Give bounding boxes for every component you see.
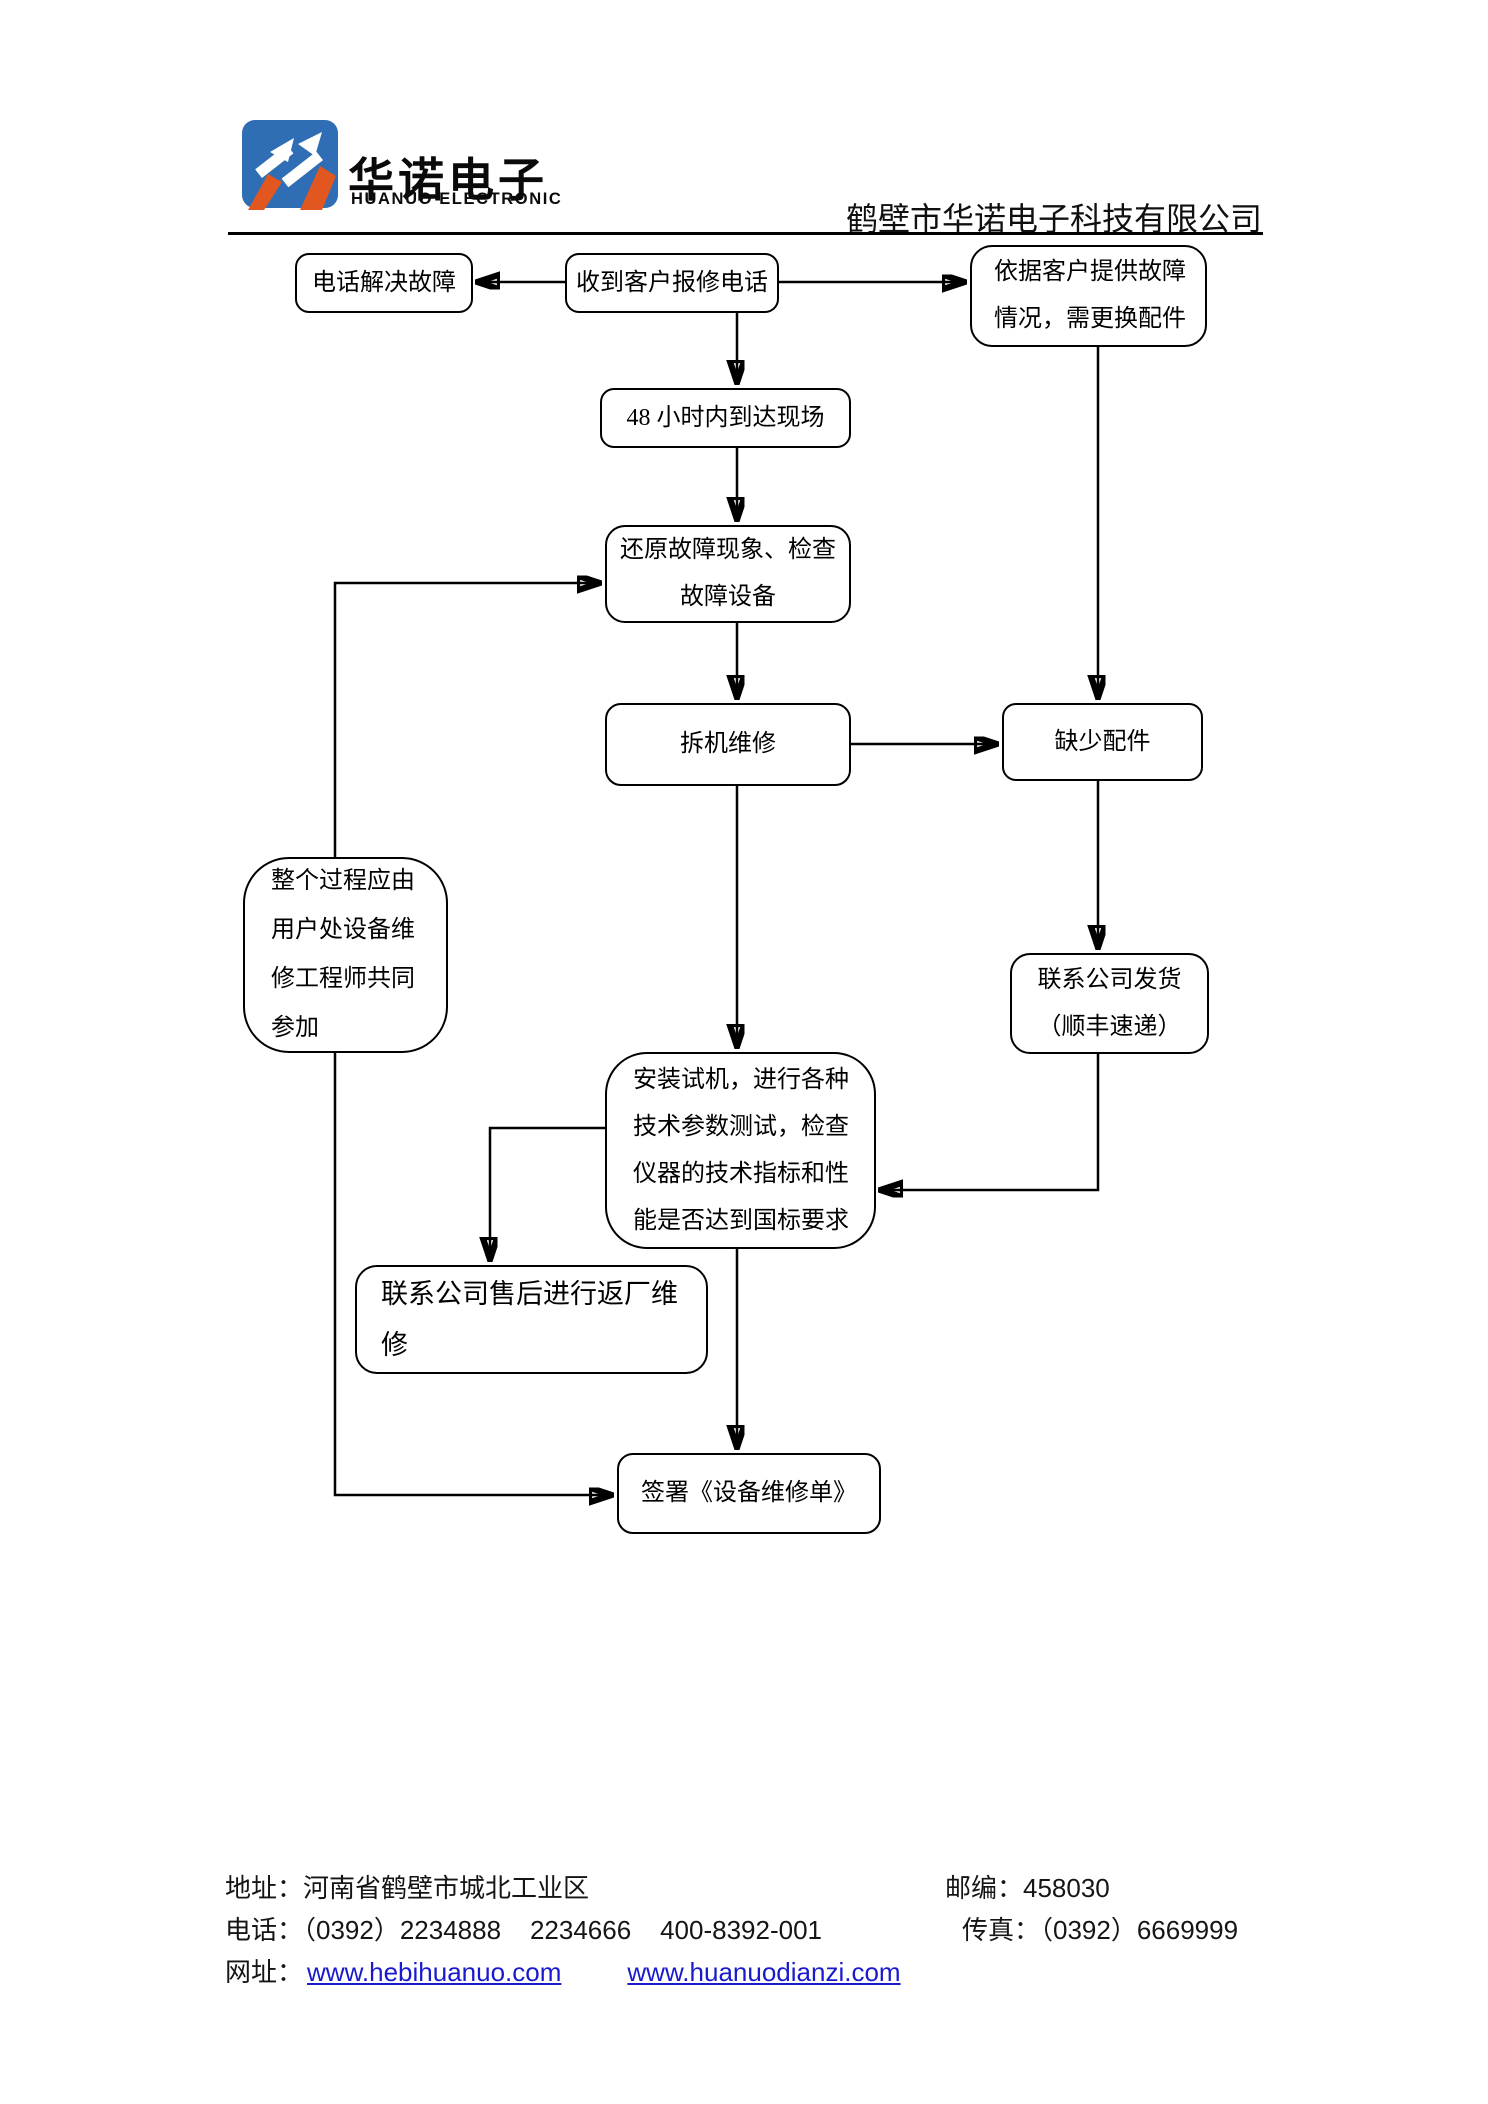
footer-address: 地址：河南省鹤壁市城北工业区 [225,1873,590,1903]
footer-phone: 电话：（0392）2234888 2234666 400-8392-001 [225,1915,822,1945]
header-divider [228,232,1263,235]
node-sign-form: 签署《设备维修单》 [617,1453,881,1534]
node-receive-call-label: 收到客户报修电话 [576,269,768,296]
logo-latin-text: HUANUO ELECTRONIC [351,190,563,208]
node-phone-fix-label: 电话解决故障 [312,269,456,296]
node-arrive-48h: 48 小时内到达现场 [600,388,851,448]
node-disassemble-repair: 拆机维修 [605,703,851,786]
node-arrive-48h-label: 48 小时内到达现场 [626,404,825,431]
node-install-test: 安装试机，进行各种 技术参数测试，检查 仪器的技术指标和性 能是否达到国标要求 [605,1052,876,1249]
node-restore-check-label: 还原故障现象、检查 故障设备 [620,537,836,610]
footer-web-row: 网址： www.hebihuanuo.com www.huanuodianzi.… [225,1956,901,1988]
node-missing-parts: 缺少配件 [1002,703,1203,781]
link-hebihuanuo[interactable]: www.hebihuanuo.com [307,1957,562,1987]
node-joint-participation-label: 整个过程应由 用户处设备维 修工程师共同 参加 [271,868,415,1041]
arrow-joint-to-sign [333,1053,609,1495]
footer-fax: 传真：（0392）6669999 [962,1915,1239,1945]
node-company-ship-label: 联系公司发货 （顺丰速递） [1037,966,1182,1040]
footer-web-label: 网址： [225,1957,304,1987]
node-missing-parts-label: 缺少配件 [1054,728,1151,755]
node-return-factory: 联系公司售后进行返厂维修 [355,1265,708,1374]
node-restore-check: 还原故障现象、检查 故障设备 [605,525,851,623]
link-huanuodianzi[interactable]: www.huanuodianzi.com [627,1957,901,1987]
node-joint-participation: 整个过程应由 用户处设备维 修工程师共同 参加 [243,857,448,1053]
footer-postcode: 邮编：458030 [945,1873,1110,1903]
node-need-parts: 依据客户提供故障 情况，需更换配件 [970,245,1207,347]
company-title: 鹤壁市华诺电子科技有限公司 [845,201,1262,237]
node-sign-form-label: 签署《设备维修单》 [641,1480,857,1506]
node-disassemble-repair-label: 拆机维修 [680,731,776,757]
node-install-test-label: 安装试机，进行各种 技术参数测试，检查 仪器的技术指标和性 能是否达到国标要求 [633,1066,849,1234]
logo-cjk-text: 华诺电子 [348,154,548,206]
huanuo-logo-icon [242,120,338,210]
arrow-install-to-return [490,1126,605,1257]
node-return-factory-label: 联系公司售后进行返厂维修 [381,1278,678,1360]
node-company-ship: 联系公司发货 （顺丰速递） [1010,953,1209,1054]
node-need-parts-label: 依据客户提供故障 情况，需更换配件 [994,259,1186,332]
arrow-ship-to-install [883,1054,1100,1190]
node-receive-call: 收到客户报修电话 [565,253,779,313]
arrow-joint-to-restore [333,583,597,857]
node-phone-fix: 电话解决故障 [295,253,473,313]
